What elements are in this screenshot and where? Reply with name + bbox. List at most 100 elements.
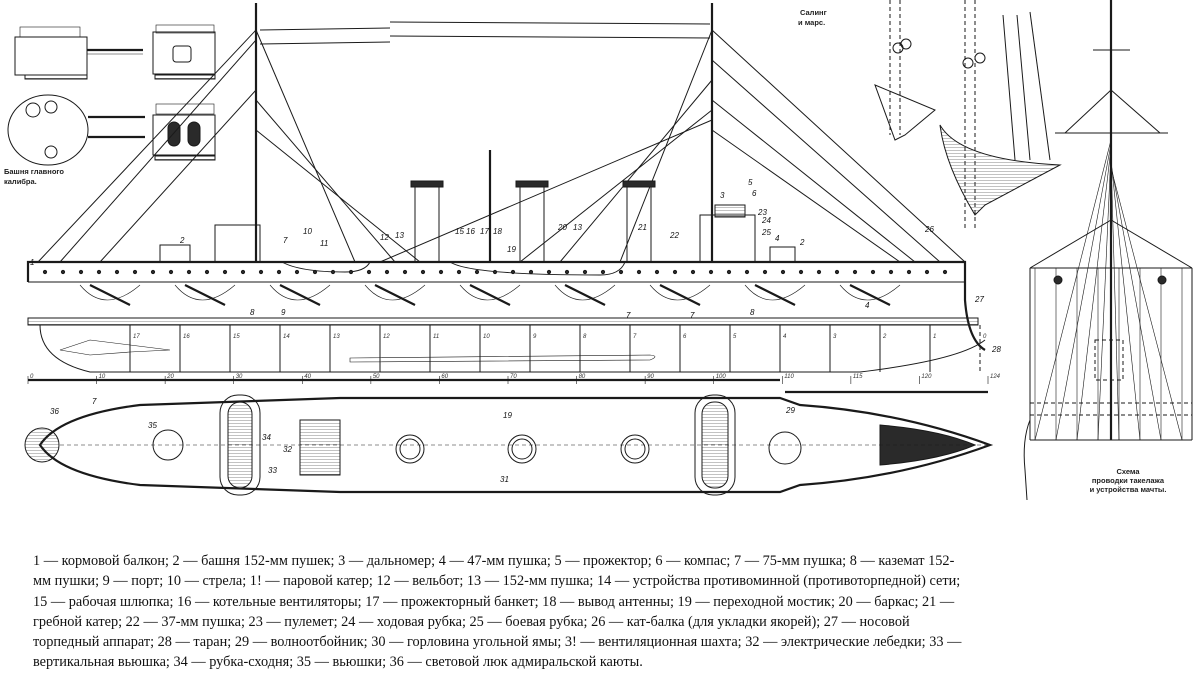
callout-35: 35 — [148, 421, 157, 430]
callout-19: 19 — [507, 245, 516, 254]
bulkhead-label: 3 — [833, 334, 837, 340]
saling-caption-line1: Салинг — [800, 8, 827, 17]
turret-caption-line1: Башня главного — [4, 167, 64, 176]
callout-21: 21 — [637, 223, 647, 232]
bulkhead-label: 8 — [583, 334, 587, 340]
hull-profile — [26, 180, 989, 394]
callout-28: 28 — [991, 345, 1001, 354]
callout-7-plan: 7 — [92, 397, 97, 406]
station-label: 40 — [304, 374, 311, 380]
legend-line: торпедный аппарат; 28 — таран; 29 — волн… — [33, 634, 962, 651]
callout-9: 9 — [281, 308, 286, 317]
station-label: 110 — [784, 374, 794, 380]
station-label: 20 — [166, 374, 174, 380]
callout-8b: 8 — [750, 308, 755, 317]
callout-34: 34 — [262, 433, 271, 442]
callout-12: 12 — [380, 233, 389, 242]
callout-16: 16 — [466, 227, 475, 236]
callout-1: 1 — [30, 258, 34, 267]
callout-32: 32 — [283, 445, 292, 454]
bulkhead-label: 16 — [183, 334, 190, 340]
callout-25: 25 — [761, 228, 771, 237]
callout-8: 8 — [250, 308, 255, 317]
callout-17: 17 — [480, 227, 489, 236]
station-label: 100 — [716, 374, 727, 380]
station-label: 30 — [236, 374, 243, 380]
bulkhead-label: 13 — [333, 334, 340, 340]
rigging-scheme: Схема проводки такелажа и устройства мач… — [1023, 0, 1193, 501]
callout-22: 22 — [669, 231, 679, 240]
deck-plan — [24, 394, 994, 496]
rigging-caption-line2: проводки такелажа — [1092, 476, 1165, 485]
cruiser-blueprint: Башня главного калибра. — [4, 0, 1193, 501]
callout-23: 23 — [757, 208, 767, 217]
bulkhead-label: 1 — [933, 334, 936, 340]
station-label: 10 — [99, 374, 106, 380]
legend-line: вертикальная вьюшка; 34 — рубка-сходня; … — [33, 654, 643, 671]
callout-6: 6 — [752, 189, 757, 198]
station-label: 50 — [373, 374, 380, 380]
turret-caption-line2: калибра. — [4, 177, 37, 186]
turret-plan-view — [7, 94, 145, 166]
callout-7b: 7 — [626, 311, 631, 320]
bulkhead-label: 15 — [233, 334, 240, 340]
portholes — [42, 269, 948, 275]
bulkhead-label: 2 — [882, 334, 887, 340]
bulkhead-label: 17 — [133, 334, 140, 340]
bulkhead-label: 14 — [283, 334, 290, 340]
callout-3: 3 — [720, 191, 725, 200]
bulkhead-label: 4 — [783, 334, 787, 340]
station-label: 124 — [990, 374, 1001, 380]
callout-2: 2 — [179, 236, 185, 245]
callout-31: 31 — [500, 475, 509, 484]
callout-19-plan: 19 — [503, 411, 512, 420]
bulkhead-label: 5 — [733, 334, 737, 340]
callout-7: 7 — [283, 236, 288, 245]
station-label: 0 — [30, 374, 34, 380]
callout-10: 10 — [303, 227, 312, 236]
legend: 1 — кормовой балкон; 2 — башня 152-мм пу… — [33, 551, 1183, 673]
legend-line: 1 — кормовой балкон; 2 — башня 152-мм пу… — [33, 553, 955, 569]
bulkhead-label: 10 — [483, 334, 490, 340]
callout-15: 15 — [455, 227, 464, 236]
callout-labels: 1 2 7 8 9 10 11 12 13 15 16 17 18 19 20 … — [30, 178, 1001, 484]
callout-4b: 4 — [865, 301, 870, 310]
saling-mars-detail: Салинг и марс. — [798, 0, 1062, 230]
legend-line: 15 — рабочая шлюпка; 16 — котельные вент… — [33, 593, 955, 610]
bulkhead-label: 12 — [383, 334, 390, 340]
turret-front-view — [152, 103, 216, 161]
bulkhead-label: 0 — [983, 334, 987, 340]
saling-caption-line2: и марс. — [798, 18, 825, 27]
callout-7c: 7 — [690, 311, 695, 320]
rigging-caption-line1: Схема — [1116, 467, 1140, 476]
callout-2b: 2 — [799, 238, 805, 247]
callout-24: 24 — [761, 216, 771, 225]
callout-27: 27 — [974, 295, 984, 304]
station-label: 115 — [853, 374, 863, 380]
turret-rear-view — [152, 24, 216, 80]
bulkhead-label: 9 — [533, 334, 537, 340]
callout-36: 36 — [50, 407, 59, 416]
station-label: 120 — [921, 374, 932, 380]
callout-33: 33 — [268, 466, 277, 475]
legend-line: гребной катер; 22 — 37-мм пушка; 23 — пу… — [33, 613, 910, 630]
station-label: 80 — [579, 374, 586, 380]
callout-18: 18 — [493, 227, 502, 236]
callout-20: 20 — [557, 223, 567, 232]
callout-13: 13 — [395, 231, 404, 240]
bulkhead-label: 7 — [633, 334, 637, 340]
callout-26: 26 — [924, 225, 934, 234]
station-label: 70 — [510, 374, 517, 380]
station-label: 90 — [647, 374, 654, 380]
turret-side-view — [14, 26, 143, 80]
turret-detail-views: Башня главного калибра. — [4, 24, 216, 186]
callout-29: 29 — [785, 406, 795, 415]
profile-rigging — [37, 3, 966, 263]
bulkhead-label: 11 — [433, 334, 439, 340]
station-label: 60 — [441, 374, 448, 380]
callout-13b: 13 — [573, 223, 582, 232]
callout-5: 5 — [748, 178, 753, 187]
callout-4: 4 — [775, 234, 780, 243]
rigging-caption-line3: и устройства мачты. — [1090, 485, 1167, 494]
